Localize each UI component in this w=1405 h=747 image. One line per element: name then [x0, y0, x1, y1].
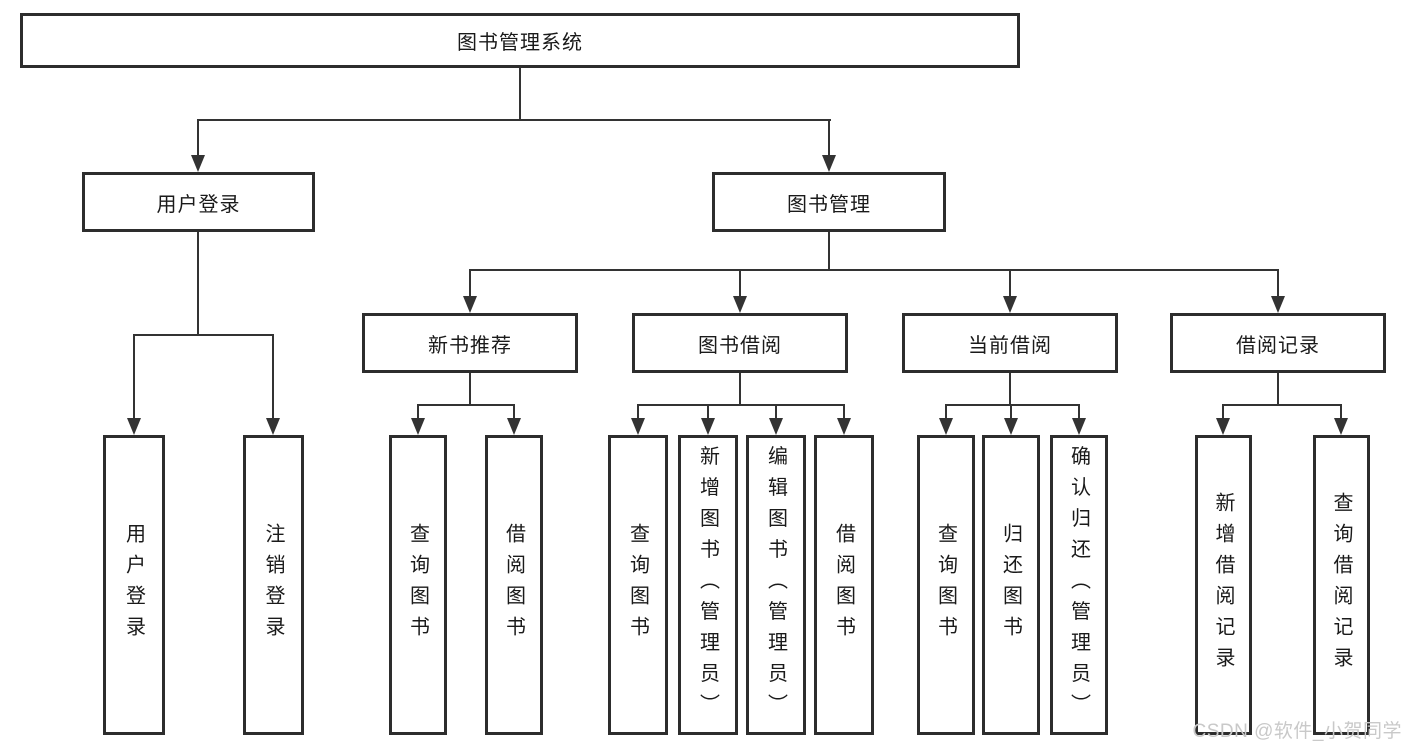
connector-arrow [769, 418, 783, 435]
leaf-borrow-book: 借阅图书 [814, 435, 874, 735]
connector-arrow [266, 418, 280, 435]
connector-arrow [1003, 296, 1017, 313]
connector-arrow [1072, 418, 1086, 435]
connector-line [197, 232, 199, 336]
connector-line [828, 119, 830, 158]
connector-line [1222, 404, 1342, 406]
connector-line [133, 334, 274, 336]
connector-line [197, 119, 199, 158]
node-root-label: 图书管理系统 [457, 32, 583, 54]
leaf-query-book-recommend-label: 查询图书 [406, 523, 429, 647]
leaf-borrow-book-label: 借阅图书 [832, 523, 855, 647]
node-user-login-label: 用户登录 [156, 193, 241, 216]
leaf-confirm-return-admin: 确认归还（管理员） [1050, 435, 1108, 735]
connector-line [469, 269, 471, 298]
connector-line [513, 404, 515, 420]
leaf-add-book-admin: 新增图书（管理员） [678, 435, 738, 735]
connector-line [1009, 269, 1011, 298]
connector-line [1010, 404, 1012, 420]
node-current-borrow-label: 当前借阅 [968, 334, 1052, 357]
connector-line [828, 232, 830, 271]
node-borrow-records: 借阅记录 [1170, 313, 1386, 373]
connector-arrow [939, 418, 953, 435]
connector-arrow [733, 296, 747, 313]
connector-line [1277, 269, 1279, 298]
connector-line [1222, 404, 1224, 420]
leaf-borrow-book-recommend-label: 借阅图书 [502, 523, 525, 647]
leaf-edit-book-admin: 编辑图书（管理员） [746, 435, 806, 735]
node-book-borrow-label: 图书借阅 [698, 334, 782, 357]
connector-arrow [1334, 418, 1348, 435]
connector-line [775, 404, 777, 420]
connector-line [707, 404, 709, 420]
leaf-return-book-label: 归还图书 [999, 523, 1022, 647]
leaf-query-book-current: 查询图书 [917, 435, 975, 735]
leaf-query-borrow-record-label: 查询借阅记录 [1330, 492, 1352, 678]
watermark: CSDN @软件_小贺同学 [1192, 721, 1402, 742]
leaf-logout: 注销登录 [243, 435, 304, 735]
leaf-confirm-return-admin-label: 确认归还（管理员） [1067, 445, 1090, 725]
leaf-add-borrow-record: 新增借阅记录 [1195, 435, 1252, 735]
connector-arrow [631, 418, 645, 435]
connector-arrow [822, 155, 836, 172]
connector-line [637, 404, 845, 406]
connector-line [739, 269, 741, 298]
leaf-return-book: 归还图书 [982, 435, 1040, 735]
connector-line [945, 404, 947, 420]
node-book-borrow: 图书借阅 [632, 313, 848, 373]
node-new-book-recommend-label: 新书推荐 [428, 334, 512, 357]
node-current-borrow: 当前借阅 [902, 313, 1118, 373]
node-book-management-label: 图书管理 [787, 193, 871, 216]
connector-line [519, 68, 521, 121]
leaf-query-book-recommend: 查询图书 [389, 435, 447, 735]
leaf-add-book-admin-label: 新增图书（管理员） [696, 445, 719, 725]
connector-line [1277, 373, 1279, 406]
connector-line [739, 373, 741, 406]
connector-arrow [463, 296, 477, 313]
node-new-book-recommend: 新书推荐 [362, 313, 578, 373]
connector-line [945, 404, 1080, 406]
connector-line [637, 404, 639, 420]
leaf-borrow-book-recommend: 借阅图书 [485, 435, 543, 735]
connector-arrow [1004, 418, 1018, 435]
connector-line [1078, 404, 1080, 420]
connector-arrow [507, 418, 521, 435]
connector-arrow [837, 418, 851, 435]
leaf-query-book-borrow-label: 查询图书 [626, 523, 649, 647]
connector-arrow [1216, 418, 1230, 435]
connector-arrow [701, 418, 715, 435]
connector-line [1340, 404, 1342, 420]
connector-line [417, 404, 515, 406]
leaf-query-book-current-label: 查询图书 [934, 523, 957, 647]
leaf-add-borrow-record-label: 新增借阅记录 [1212, 492, 1234, 678]
leaf-query-book-borrow: 查询图书 [608, 435, 668, 735]
connector-line [469, 269, 1279, 271]
leaf-edit-book-admin-label: 编辑图书（管理员） [764, 445, 787, 725]
connector-line [272, 334, 274, 420]
leaf-query-borrow-record: 查询借阅记录 [1313, 435, 1370, 735]
node-borrow-records-label: 借阅记录 [1236, 334, 1320, 357]
connector-line [843, 404, 845, 420]
connector-line [469, 373, 471, 406]
leaf-user-login: 用户登录 [103, 435, 165, 735]
connector-line [133, 334, 135, 420]
connector-line [417, 404, 419, 420]
connector-arrow [1271, 296, 1285, 313]
connector-arrow [191, 155, 205, 172]
node-root: 图书管理系统 [20, 13, 1020, 68]
leaf-logout-label: 注销登录 [262, 523, 284, 647]
connector-line [1009, 373, 1011, 406]
node-user-login: 用户登录 [82, 172, 315, 232]
connector-arrow [411, 418, 425, 435]
node-book-management: 图书管理 [712, 172, 946, 232]
connector-arrow [127, 418, 141, 435]
leaf-user-login-label: 用户登录 [122, 523, 145, 647]
connector-line [197, 119, 831, 121]
